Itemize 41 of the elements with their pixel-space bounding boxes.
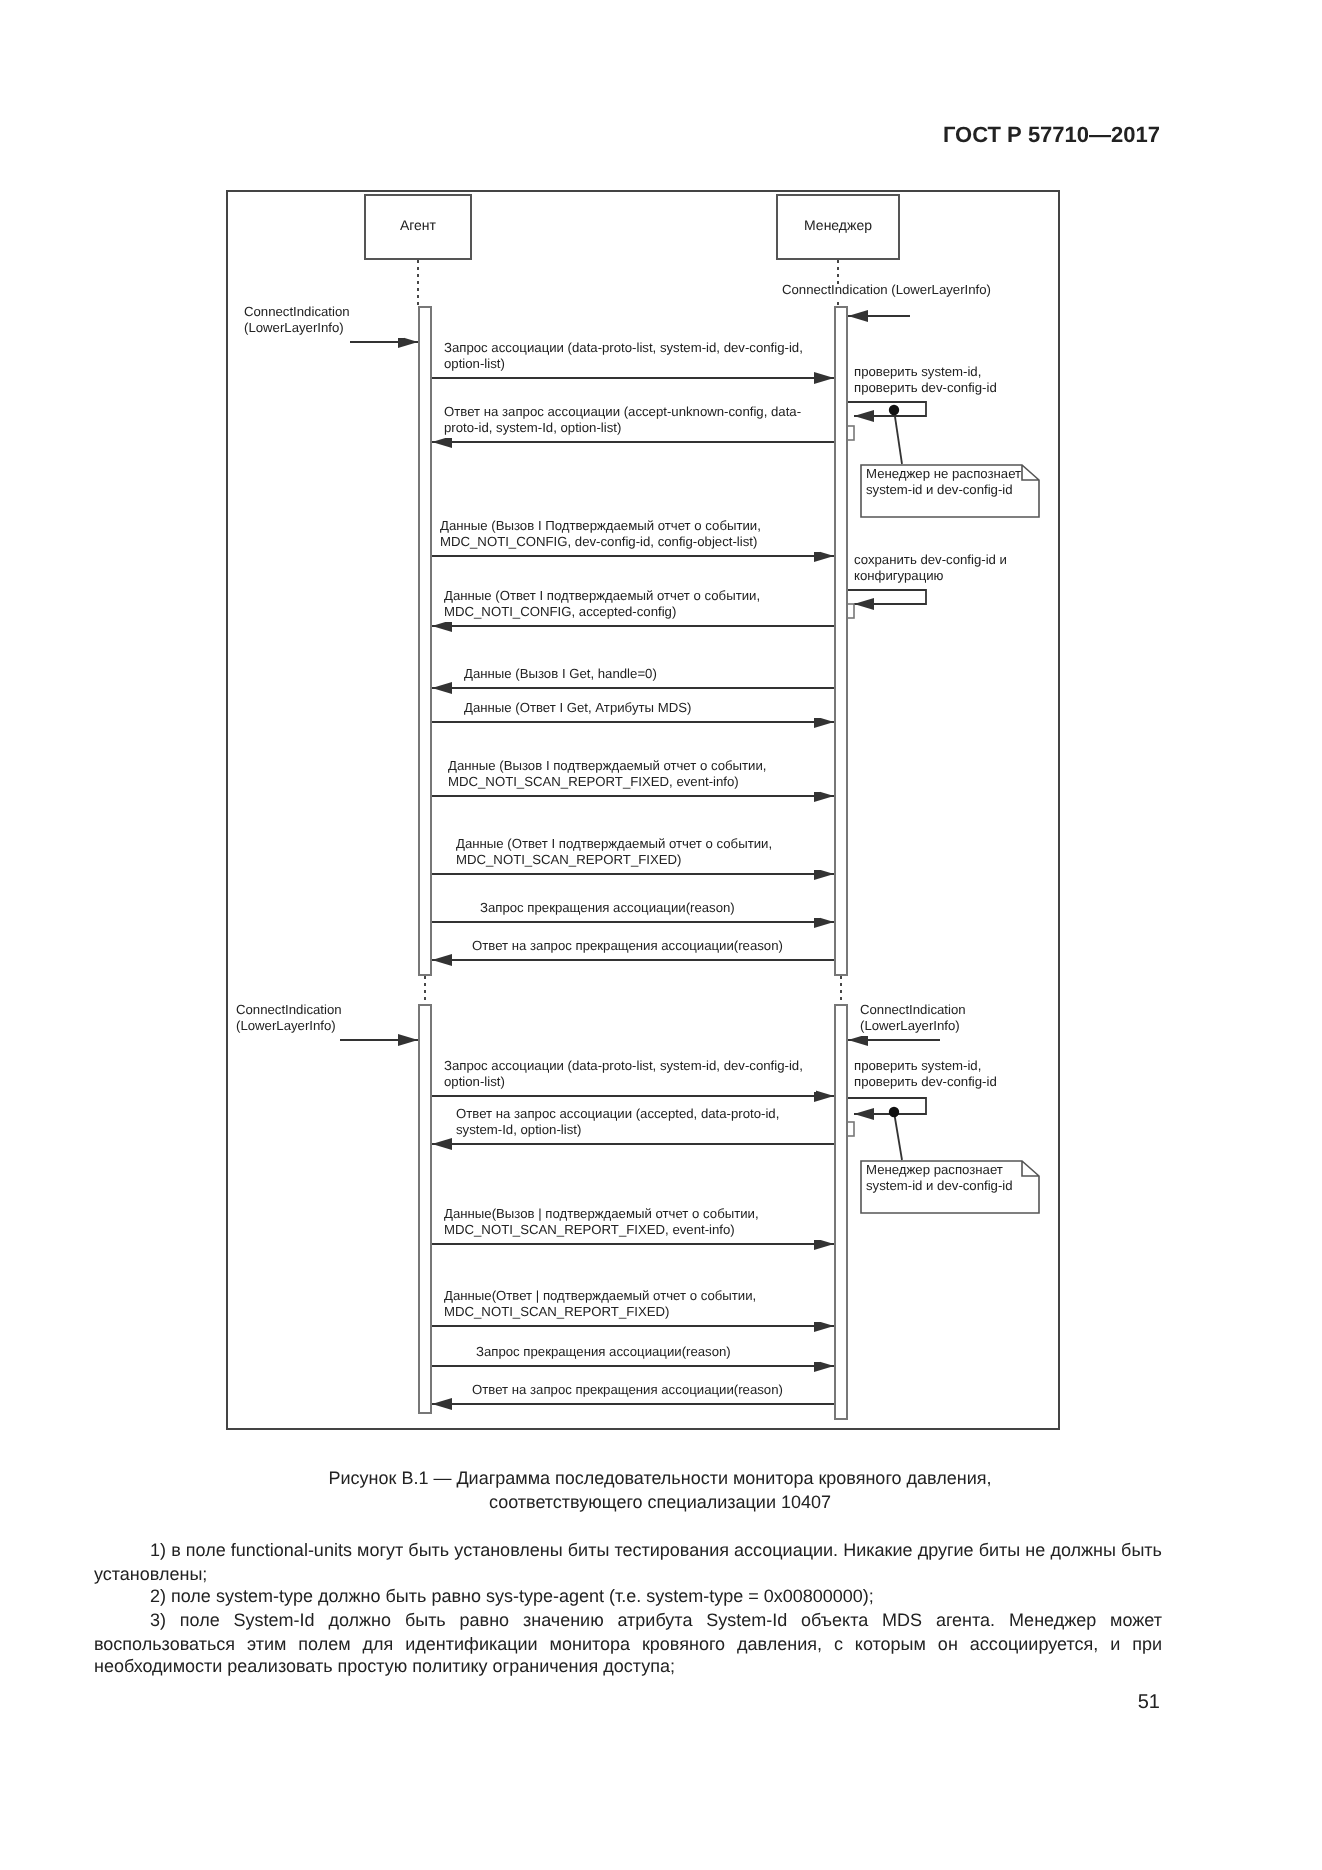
figure-caption: Рисунок В.1 — Диаграмма последовательности монитора кровяного давления, соответствующего специализации 10407 (326, 1466, 994, 1514)
activation-bar (834, 1004, 848, 1420)
page-number: 51 (1135, 1692, 1160, 1714)
message-arrow (431, 716, 835, 728)
paragraph: 2) поле system-type должно быть равно sys-type-agent (т.е. system-type = 0x00800000); (148, 1586, 876, 1609)
found-message-arrow (847, 310, 911, 322)
message-arrow (431, 372, 835, 384)
message-arrow (431, 868, 835, 880)
message-arrow (431, 436, 835, 448)
message-arrow (431, 790, 835, 802)
message-arrow (431, 1090, 835, 1102)
paragraph: 3) поле System-Id должно быть равно значению атрибута System-Id объекта MDS агента. Менеджер может воспользоваться этим полем для идентификации монитора кровяного давления, с которым он ассоциируется, и при необходимости реализовать простую политику ограничения доступа; (94, 1610, 1162, 1679)
lifeline (840, 975, 842, 1005)
activation-bar (418, 306, 432, 976)
activation-bar (834, 306, 848, 976)
message-arrow (431, 1360, 835, 1372)
self-message-arrow (847, 589, 927, 610)
found-message-arrow (349, 336, 419, 348)
paragraph: 1) в поле functional-units могут быть установлены биты тестирования ассоциации. Никакие другие биты не должны быть установлены; (94, 1540, 1162, 1586)
note (860, 464, 1040, 518)
leader-line (888, 1106, 903, 1161)
found-message-arrow (339, 1034, 419, 1046)
message-arrow (431, 954, 835, 966)
activation-bar (418, 1004, 432, 1414)
message-arrow (431, 682, 835, 694)
self-message-arrow (847, 401, 927, 422)
message-arrow (431, 1398, 835, 1410)
message-arrow (431, 1138, 835, 1150)
lifeline (837, 259, 839, 307)
found-message-arrow (847, 1034, 941, 1046)
leader-line (888, 404, 903, 465)
lifeline (424, 975, 426, 1005)
message-arrow (431, 1320, 835, 1332)
page-header: ГОСТ Р 57710—2017 (940, 124, 1160, 148)
lifeline (417, 259, 419, 307)
self-message-arrow (847, 1097, 927, 1120)
message-arrow (431, 620, 835, 632)
message-arrow (431, 550, 835, 562)
message-arrow (431, 916, 835, 928)
message-arrow (431, 1238, 835, 1250)
note (860, 1160, 1040, 1214)
